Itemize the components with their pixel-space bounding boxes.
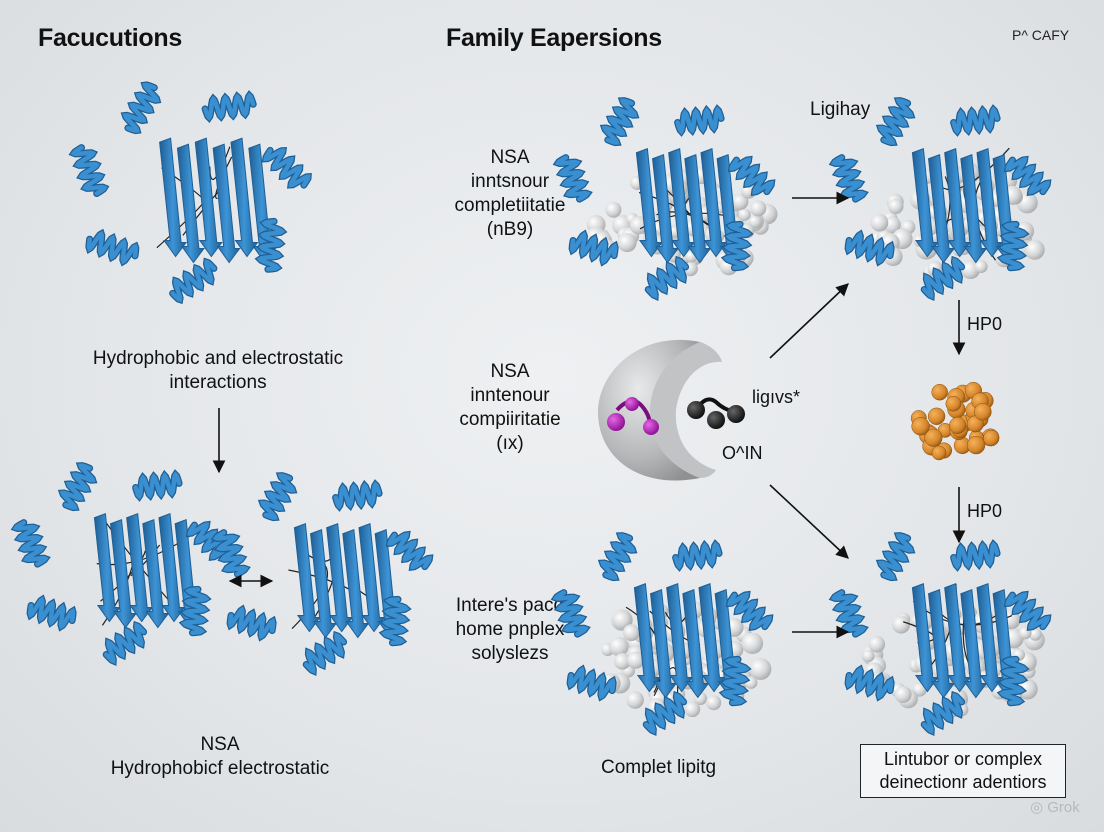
protein-mid-bottom [550,532,774,736]
protein-structures [10,81,1052,736]
bottom-center-label: Complet lipitg [601,757,717,778]
ligand-heading: Ligihay [810,99,871,120]
protein-left-bottom-b [210,472,434,676]
site-label: O^IN [722,443,763,463]
mid-bottom-label-line-3: solyslezs [471,643,549,664]
mid-bottom-label: Intere's pacd home pnplex solyslezs [440,594,580,666]
inhibitor-complex-box-line-2: deinectionr adentiors [879,772,1047,792]
receptor-pocket [598,339,745,481]
mid-bottom-label-line-1: Intere's pacd [455,595,565,616]
arrow-down-right [769,484,849,559]
bound-ligand-magenta [607,397,659,435]
receptor-inner-shadow [650,342,722,478]
mid-top-label: NSA inntsnour completiitatie (nB9) [440,146,580,242]
left-bottom-label-line-2: Hydrophobicf electrostatic [110,758,330,779]
mid-bottom-label-line-2: home pnplex [455,619,565,640]
mid-top-label-line-4: (nB9) [486,219,534,240]
inhibitor-complex-box-line-1: Lintubor or complex [883,749,1043,769]
arrow-up-right [769,283,849,359]
mid-mid-label-line-3: compiiritatie [459,409,561,430]
left-mid-label-line-2: interactions [169,372,267,393]
corner-label: P^ CAFY [1012,27,1070,43]
left-mid-label: Hydrophobic and electrostatic interactio… [70,347,366,395]
protein-left-bottom-a [10,462,234,666]
protein-right-bottom [828,532,1052,736]
mid-top-label-line-2: inntsnour [470,171,550,192]
left-bottom-label: NSA Hydrophobicf electrostatic [80,733,360,781]
left-title: Facucutions [38,24,182,52]
free-ligand-dark [687,397,745,429]
mid-mid-label-line-4: (ıx) [496,433,524,454]
watermark-logo-icon: ◎ [1030,799,1048,816]
mid-top-label-line-3: completiitatie [454,195,566,216]
watermark: ◎ Grok [1030,798,1080,816]
aggregated-cluster [910,381,1000,461]
protein-left-top [68,81,312,305]
left-mid-label-line-1: Hydrophobic and electrostatic [92,348,344,369]
receptor-shape [598,339,700,481]
mid-top-label-line-1: NSA [490,147,530,168]
middle-title: Family Eapersions [446,24,662,52]
mid-mid-label: NSA inntenour compiiritatie (ıx) [440,360,580,456]
mid-mid-label-line-1: NSA [490,361,530,382]
hpo-label-lower: HP0 [967,501,1003,521]
inhibitor-complex-box: Lintubor or complex deinectionr adentior… [860,744,1066,798]
hpo-label-upper: HP0 [967,314,1003,334]
mid-mid-label-line-2: inntenour [470,385,550,406]
protein-right-top [828,97,1052,301]
arrows [212,191,966,639]
ligand-label: ligıvs* [752,387,801,407]
watermark-text: Grok [1047,799,1080,816]
protein-mid-top [552,97,778,301]
left-bottom-label-line-1: NSA [200,734,240,755]
